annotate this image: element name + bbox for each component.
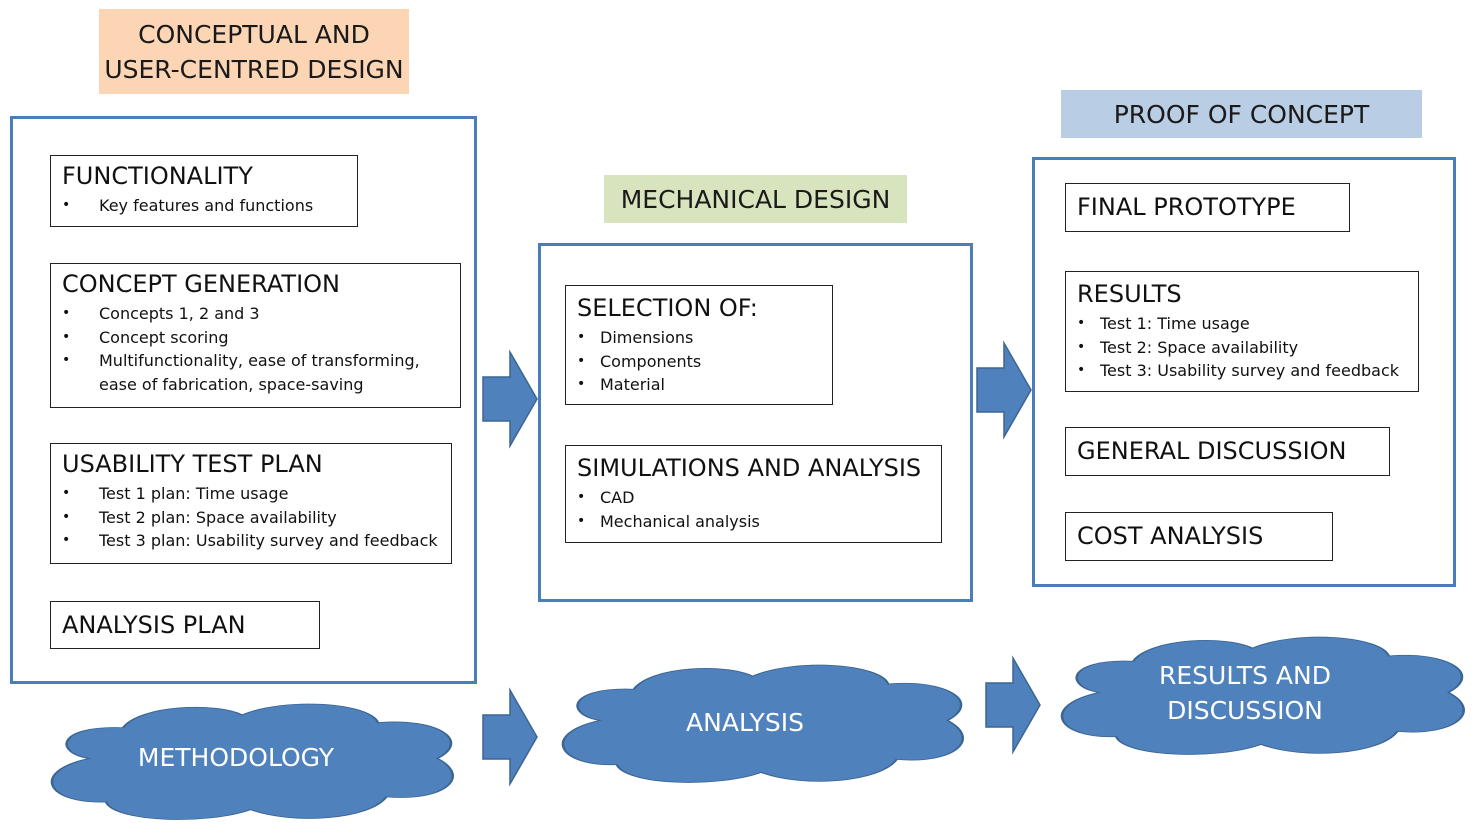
results-list: Test 1: Time usage Test 2: Space availab… bbox=[1077, 312, 1407, 383]
list-item: Test 2 plan: Space availability bbox=[62, 506, 440, 530]
list-item: Concepts 1, 2 and 3 bbox=[62, 302, 449, 326]
usability-test-plan-title: USABILITY TEST PLAN bbox=[62, 450, 323, 478]
list-item: Material bbox=[577, 373, 821, 397]
list-item: Multifunctionality, ease of transforming… bbox=[62, 349, 449, 396]
arrow-right-icon bbox=[985, 655, 1041, 755]
list-item: Test 1: Time usage bbox=[1077, 312, 1407, 336]
simulations-list: CAD Mechanical analysis bbox=[577, 486, 930, 533]
simulations-box: SIMULATIONS AND ANALYSIS CAD Mechanical … bbox=[565, 445, 942, 543]
list-item: CAD bbox=[577, 486, 930, 510]
arrow-right-icon bbox=[976, 340, 1032, 440]
list-item: Test 3 plan: Usability survey and feedba… bbox=[62, 529, 440, 553]
final-prototype-box: FINAL PROTOTYPE bbox=[1065, 183, 1350, 232]
selection-box: SELECTION OF: Dimensions Components Mate… bbox=[565, 285, 833, 405]
selection-title: SELECTION OF: bbox=[577, 294, 758, 322]
concept-generation-list: Concepts 1, 2 and 3 Concept scoring Mult… bbox=[62, 302, 449, 396]
methodology-label: METHODOLOGY bbox=[137, 743, 335, 772]
general-discussion-title: GENERAL DISCUSSION bbox=[1077, 437, 1347, 465]
proof-of-concept-header: PROOF OF CONCEPT bbox=[1061, 90, 1422, 138]
general-discussion-box: GENERAL DISCUSSION bbox=[1065, 427, 1390, 476]
usability-test-plan-list: Test 1 plan: Time usage Test 2 plan: Spa… bbox=[62, 482, 440, 553]
analysis-label: ANALYSIS bbox=[686, 708, 804, 737]
cost-analysis-title: COST ANALYSIS bbox=[1077, 522, 1264, 550]
conceptual-design-header: CONCEPTUAL AND USER-CENTRED DESIGN bbox=[99, 9, 409, 94]
functionality-box: FUNCTIONALITY Key features and functions bbox=[50, 155, 358, 227]
list-item: Concept scoring bbox=[62, 326, 449, 350]
results-discussion-label: RESULTS AND DISCUSSION bbox=[1159, 661, 1331, 725]
list-item: Dimensions bbox=[577, 326, 821, 350]
functionality-title: FUNCTIONALITY bbox=[62, 162, 253, 190]
concept-generation-box: CONCEPT GENERATION Concepts 1, 2 and 3 C… bbox=[50, 263, 461, 408]
cost-analysis-box: COST ANALYSIS bbox=[1065, 512, 1333, 561]
list-item: Key features and functions bbox=[62, 194, 346, 218]
functionality-list: Key features and functions bbox=[62, 194, 346, 218]
selection-list: Dimensions Components Material bbox=[577, 326, 821, 397]
concept-generation-title: CONCEPT GENERATION bbox=[62, 270, 341, 298]
results-box: RESULTS Test 1: Time usage Test 2: Space… bbox=[1065, 271, 1419, 392]
arrow-right-icon bbox=[482, 349, 538, 449]
simulations-title: SIMULATIONS AND ANALYSIS bbox=[577, 454, 922, 482]
list-item: Test 3: Usability survey and feedback bbox=[1077, 359, 1407, 383]
list-item: Test 2: Space availability bbox=[1077, 336, 1407, 360]
arrow-right-icon bbox=[482, 687, 538, 787]
mechanical-design-header: MECHANICAL DESIGN bbox=[604, 175, 907, 223]
final-prototype-title: FINAL PROTOTYPE bbox=[1077, 193, 1296, 221]
list-item: Test 1 plan: Time usage bbox=[62, 482, 440, 506]
analysis-plan-box: ANALYSIS PLAN bbox=[50, 601, 320, 649]
analysis-plan-title: ANALYSIS PLAN bbox=[62, 611, 246, 639]
usability-test-plan-box: USABILITY TEST PLAN Test 1 plan: Time us… bbox=[50, 443, 452, 564]
list-item: Mechanical analysis bbox=[577, 510, 930, 534]
results-title: RESULTS bbox=[1077, 280, 1182, 308]
list-item: Components bbox=[577, 350, 821, 374]
